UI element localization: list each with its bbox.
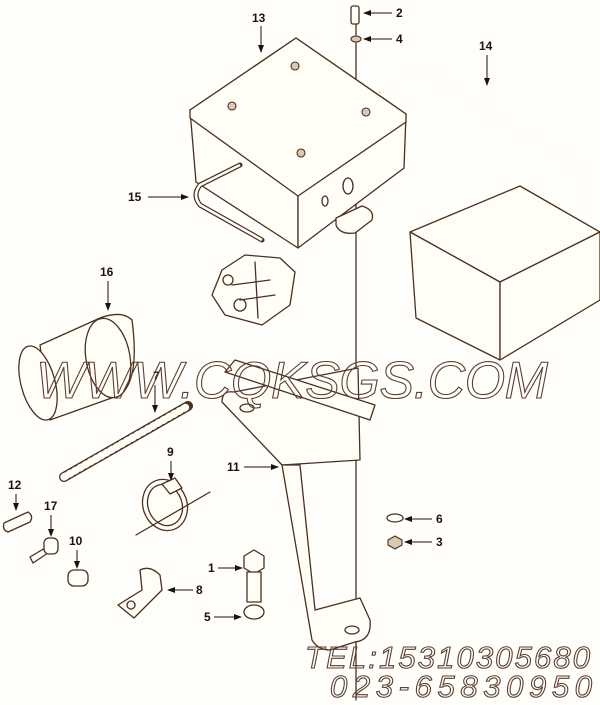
svg-text:11: 11 [227, 460, 240, 474]
svg-text:5: 5 [204, 610, 211, 624]
spiral-wrap-part-7 [59, 401, 193, 482]
svg-text:6: 6 [436, 512, 443, 526]
nut-part-3 [387, 535, 403, 550]
bracket-part-11 [221, 359, 376, 651]
callout-14: 14 [479, 39, 493, 86]
junction-box-part-13 [189, 37, 407, 249]
sleeve-part-12 [2, 511, 33, 533]
callout-17: 17 [44, 499, 58, 537]
svg-text:10: 10 [69, 534, 83, 548]
hose-clamp-part-9 [135, 477, 211, 536]
callout-2: 2 [363, 6, 403, 20]
callout-3: 3 [404, 535, 443, 549]
svg-text:4: 4 [396, 32, 403, 46]
bolt-part-1 [243, 549, 265, 603]
washer-part-4 [350, 35, 362, 43]
cover-box [409, 185, 600, 361]
washer-part-5 [243, 604, 265, 620]
callout-11: 11 [227, 460, 279, 474]
callout-13: 13 [252, 11, 266, 53]
sensor-valve [211, 254, 296, 326]
callout-5: 5 [204, 610, 242, 624]
svg-text:2: 2 [396, 6, 403, 20]
callout-15: 15 [128, 190, 189, 204]
callout-9: 9 [167, 445, 174, 481]
svg-text:17: 17 [44, 499, 58, 513]
callout-8: 8 [167, 583, 203, 597]
svg-text:13: 13 [252, 11, 266, 25]
callout-1: 1 [208, 561, 243, 575]
callout-6: 6 [404, 512, 443, 526]
bolt-part-2 [350, 5, 360, 25]
svg-text:9: 9 [167, 445, 174, 459]
callout-16: 16 [100, 265, 114, 311]
elbow-part-17 [29, 537, 59, 564]
svg-text:14: 14 [479, 39, 493, 53]
callout-7: 7 [152, 369, 160, 413]
svg-text:3: 3 [436, 535, 443, 549]
svg-text:7: 7 [153, 369, 160, 383]
svg-text:15: 15 [128, 190, 142, 204]
svg-text:1: 1 [208, 561, 215, 575]
callout-12: 12 [8, 478, 22, 511]
svg-text:16: 16 [100, 265, 114, 279]
svg-text:12: 12 [8, 478, 22, 492]
callout-4: 4 [363, 32, 403, 46]
washer-part-6 [386, 513, 404, 523]
watermark-tel: TEL:15310305680 [305, 640, 590, 675]
tube-part-14 [379, 67, 590, 216]
svg-text:8: 8 [196, 583, 203, 597]
bushing-part-10 [67, 569, 89, 587]
watermark-site: WWW.CQKSGS.COM [36, 352, 549, 410]
boot-part-16 [18, 313, 135, 421]
callout-10: 10 [69, 534, 83, 569]
watermark-phone: 023-65830950 [330, 669, 592, 704]
p-clamp-part-8 [117, 567, 163, 619]
